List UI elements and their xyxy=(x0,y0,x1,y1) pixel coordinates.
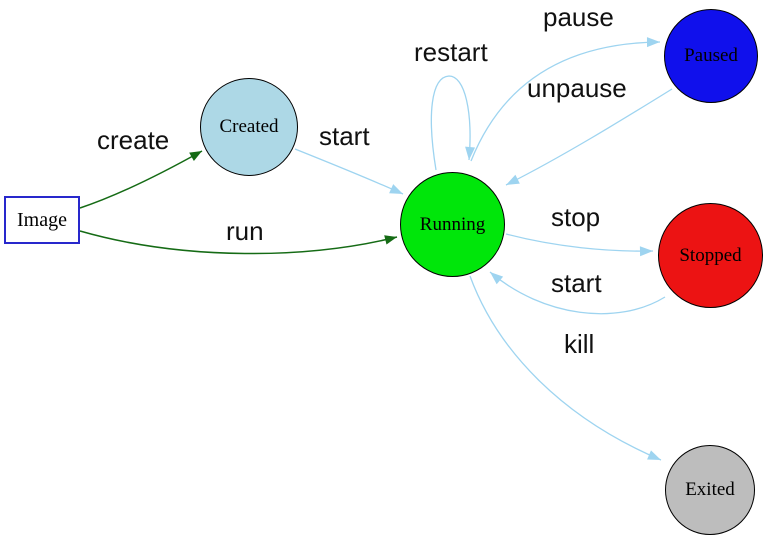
edge-pause xyxy=(470,37,661,162)
edge-label-pause: pause xyxy=(543,2,614,32)
node-paused: Paused xyxy=(664,9,758,103)
edge-label-stop: stop xyxy=(551,202,601,232)
edge-run xyxy=(79,230,398,255)
node-stopped: Stopped xyxy=(658,203,763,308)
node-exited: Exited xyxy=(665,445,755,535)
edge-label-start-stopped-running: start xyxy=(551,268,602,298)
node-image: Image xyxy=(4,196,80,244)
edge-label-start-created-running: start xyxy=(319,121,370,151)
edge-label-unpause: unpause xyxy=(527,73,627,103)
edge-restart-self-loop xyxy=(430,75,476,171)
edge-label-restart: restart xyxy=(414,37,488,67)
edge-label-create: create xyxy=(97,125,170,155)
node-running: Running xyxy=(400,172,505,277)
edge-kill xyxy=(469,275,662,461)
node-created: Created xyxy=(200,78,298,176)
edge-stop xyxy=(505,233,654,257)
edge-start-stopped-running xyxy=(489,271,666,315)
edge-start-created-running xyxy=(294,148,404,195)
edge-label-run: run xyxy=(226,216,264,246)
edge-create xyxy=(79,150,203,209)
edge-label-kill: kill xyxy=(564,329,595,359)
edge-unpause xyxy=(505,88,673,186)
